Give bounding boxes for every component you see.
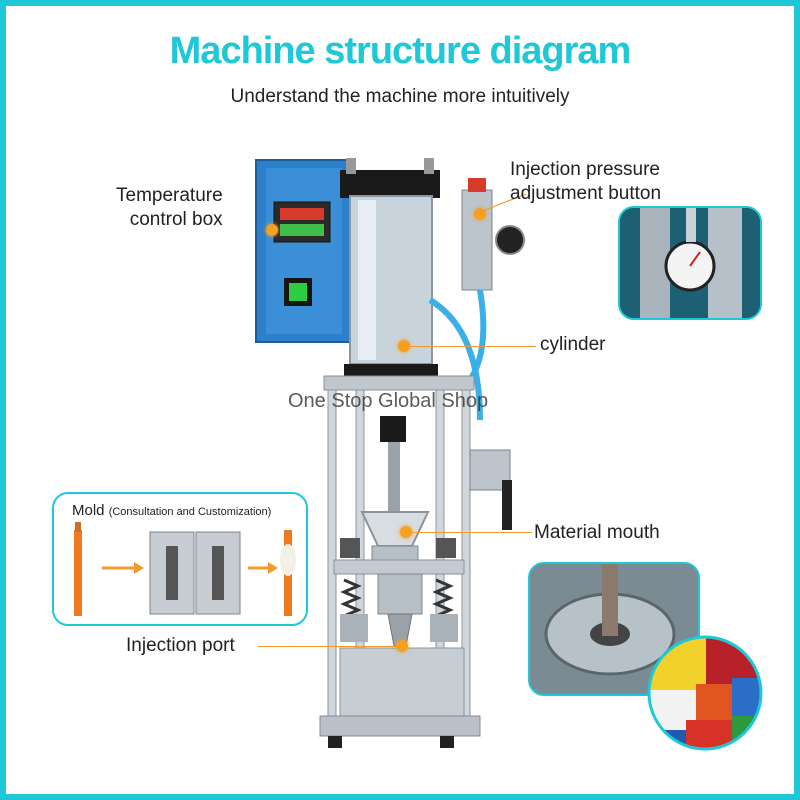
mold-illustration [74, 522, 296, 616]
pressure-label: Injection pressure adjustment button [510, 158, 661, 206]
pressure-regulator [461, 189, 493, 291]
injection-pointer-dot [396, 640, 408, 652]
mold-title: Mold (Consultation and Customization) [72, 502, 271, 519]
machine-illustration [255, 158, 525, 748]
page-title: Machine structure diagram [169, 30, 632, 72]
arrow-right-icon-2 [268, 562, 278, 574]
material-mouth [360, 511, 430, 547]
material-mouth-label: Material mouth [534, 522, 660, 543]
temperature-label-line2: control box [129, 209, 223, 230]
plastic-pellets-circle [647, 635, 763, 751]
pressure-leader-line [480, 193, 527, 213]
mold-panel: Mold (Consultation and Customization) [52, 492, 308, 626]
pressure-label-line1: Injection pressure [510, 159, 660, 180]
cylinder-label: cylinder [540, 334, 606, 355]
pressure-gauge-photo [620, 208, 760, 318]
temperature-label: Temperature control box [116, 184, 223, 232]
cylinder-leader-line [410, 346, 536, 347]
material-leader-line [412, 532, 532, 533]
temperature-pointer-dot [266, 224, 278, 236]
watermark: One Stop Global Shop [288, 390, 489, 412]
page-subtitle: Understand the machine more intuitively [230, 86, 570, 107]
mold-title-text: Mold [72, 502, 105, 519]
injection-port-label: Injection port [126, 635, 235, 656]
arrow-right-icon [134, 562, 144, 574]
pressure-gauge-inset [618, 206, 762, 320]
material-pointer-dot [400, 526, 412, 538]
cylinder-pointer-dot [398, 340, 410, 352]
pressure-label-line2: adjustment button [510, 183, 662, 204]
injection-leader-line [258, 646, 396, 647]
temperature-label-line1: Temperature [116, 185, 223, 206]
bare-wire-icon [74, 530, 82, 616]
mold-note: (Consultation and Customization) [108, 506, 272, 518]
